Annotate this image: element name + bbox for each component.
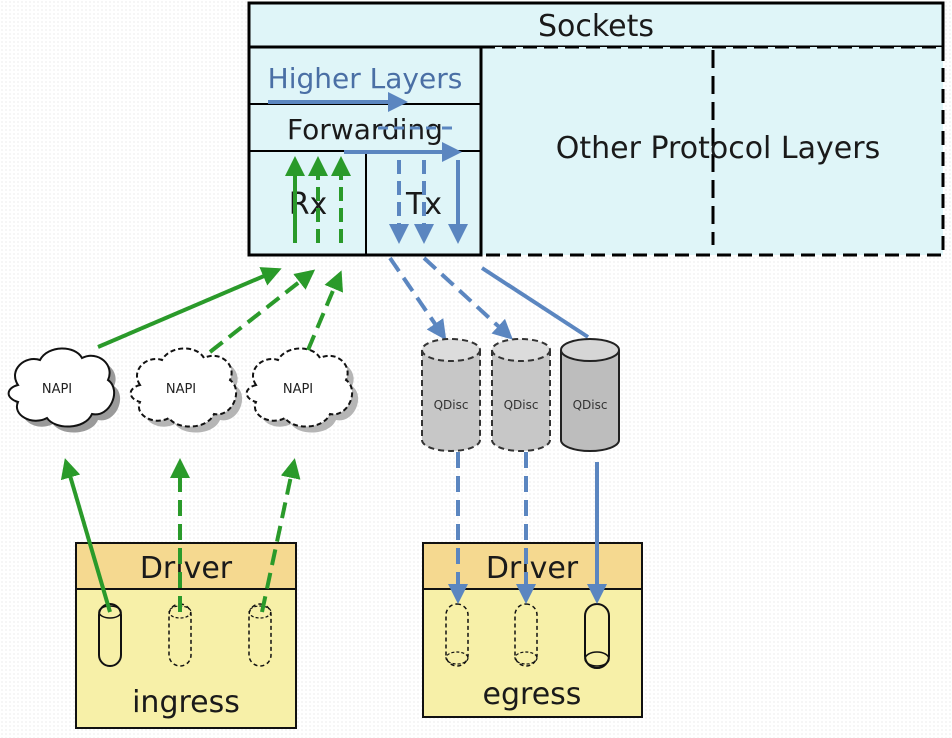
sockets-box xyxy=(247,1,945,49)
protocol-stack: Sockets Other Protocol Layers Higher Lay… xyxy=(247,1,945,257)
qdisc-cylinder-1: QDisc xyxy=(421,338,481,452)
qdisc-label-1: QDisc xyxy=(434,398,469,412)
qdisc-cylinders: QDisc QDisc QDisc xyxy=(421,338,620,452)
ingress-driver-title: Driver xyxy=(140,551,233,586)
egress-caption: egress xyxy=(483,677,582,712)
qdisc-cylinder-3: QDisc xyxy=(560,338,620,452)
egress-driver: Driver egress xyxy=(422,542,643,718)
napi-cloud-1: NAPI xyxy=(7,347,121,433)
ingress-caption: ingress xyxy=(132,685,240,720)
tx-to-qdisc-arrows xyxy=(388,256,590,341)
napi-to-rx-arrows xyxy=(97,267,344,354)
ingress-ring-1 xyxy=(98,603,122,667)
qdisc-label-3: QDisc xyxy=(573,398,608,412)
qdisc-to-ring-arrows xyxy=(448,452,607,604)
egress-ring-3 xyxy=(584,603,610,669)
napi-label-3: NAPI xyxy=(283,382,313,397)
qdisc-label-2: QDisc xyxy=(504,398,539,412)
ingress-ring-2 xyxy=(168,603,192,667)
napi-cloud-2: NAPI xyxy=(129,347,243,433)
other-protocol-layers-label: Other Protocol Layers xyxy=(556,131,880,166)
egress-driver-title: Driver xyxy=(486,551,579,586)
napi-cloud-3: NAPI xyxy=(245,347,359,433)
egress-ring-1 xyxy=(445,603,469,667)
ring-to-napi-arrows xyxy=(60,458,301,613)
napi-label-2: NAPI xyxy=(166,382,196,397)
napi-label-1: NAPI xyxy=(42,382,72,397)
napi-clouds: NAPI NAPI NAPI xyxy=(7,347,359,433)
egress-ring-2 xyxy=(514,603,538,667)
higher-layers-label: Higher Layers xyxy=(268,62,463,95)
ingress-ring-3 xyxy=(248,603,272,667)
sockets-label: Sockets xyxy=(538,9,654,44)
qdisc-cylinder-2: QDisc xyxy=(491,338,551,452)
ingress-driver: Driver ingress xyxy=(75,542,297,729)
